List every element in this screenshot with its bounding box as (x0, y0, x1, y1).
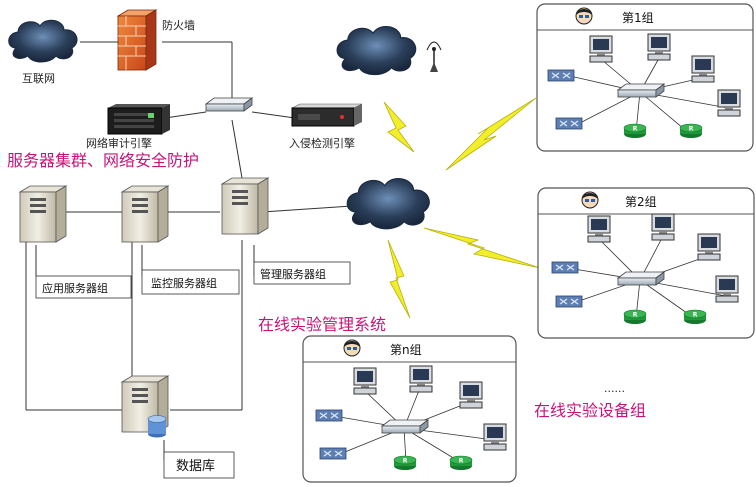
switch-icon (617, 83, 665, 98)
firewall-label: 防火墙 (162, 18, 195, 32)
user-avatar-icon (343, 339, 361, 357)
pc-icon (459, 381, 483, 409)
router-icon (623, 123, 647, 139)
bridge-switch-icon (315, 409, 343, 422)
pc-icon (353, 367, 377, 395)
application-server-group-label: 应用服务器组 (42, 281, 108, 295)
pc-icon (651, 213, 675, 241)
group-1-name: 第1组 (622, 11, 654, 25)
lightning-bolt-icon (383, 101, 415, 153)
antenna-icon (426, 41, 442, 72)
database-label: 数据库 (176, 458, 215, 474)
audit-engine-icon (107, 104, 170, 135)
ids-engine-icon (291, 103, 363, 127)
management-server-group-label: 管理服务器组 (260, 267, 326, 281)
group-n-name: 第n组 (390, 343, 422, 357)
router-icon (393, 455, 417, 471)
application-server-icon (19, 185, 67, 243)
audit-engine-label: 网络审计引擎 (86, 136, 152, 150)
management-server-group-box (253, 261, 351, 285)
group-panel-n: 第n组 (302, 335, 517, 483)
group-panel-2: 第2组 (537, 187, 755, 339)
online-mgmt-system-title: 在线实验管理系统 (258, 315, 386, 334)
firewall-icon (116, 9, 158, 71)
monitoring-server-group-label: 监控服务器组 (151, 276, 217, 290)
monitoring-server-icon (121, 185, 169, 243)
internet-label: 互联网 (22, 72, 55, 85)
pc-icon (717, 89, 741, 117)
bridge-switch-icon (319, 447, 347, 460)
core-switch-icon (205, 97, 253, 112)
server-cluster-title: 服务器集群、网络安全防护 (7, 151, 199, 170)
online-device-group-title: 在线实验设备组 (534, 401, 646, 420)
pc-icon (483, 423, 507, 451)
monitoring-server-group-box (141, 269, 240, 295)
router-icon (683, 309, 707, 325)
pc-icon (697, 233, 721, 261)
bridge-switch-icon (555, 295, 583, 308)
database-cylinder-icon (147, 415, 167, 438)
switch-icon (617, 271, 665, 286)
bridge-switch-icon (551, 261, 579, 274)
application-server-group-box (35, 275, 132, 299)
router-icon (449, 455, 473, 471)
user-avatar-icon (581, 191, 599, 209)
wireless-cloud-icon (336, 25, 417, 76)
bridge-switch-icon (547, 69, 575, 82)
ellipsis-label: ...... (604, 382, 625, 395)
pc-icon (589, 35, 613, 63)
pc-icon (409, 365, 433, 393)
management-server-icon (221, 177, 269, 235)
pc-icon (647, 33, 671, 61)
pc-icon (691, 55, 715, 83)
router-icon (679, 123, 703, 139)
router-icon (623, 309, 647, 325)
lightning-bolt-icon (445, 97, 537, 171)
user-avatar-icon (575, 7, 593, 25)
lightning-bolt-icon (387, 239, 411, 319)
group-panel-1: 第1组 (536, 3, 754, 152)
connection-lines (25, 41, 353, 460)
switch-icon (381, 419, 429, 434)
pc-icon (587, 215, 611, 243)
lightning-bolt-icon (423, 227, 541, 269)
group-2-name: 第2组 (625, 195, 657, 209)
internet-cloud-icon (8, 19, 78, 63)
ids-engine-label: 入侵检测引擎 (289, 136, 355, 150)
bridge-switch-icon (555, 117, 583, 130)
core-cloud-icon (346, 178, 430, 230)
database-box (163, 451, 235, 479)
pc-icon (715, 275, 739, 303)
